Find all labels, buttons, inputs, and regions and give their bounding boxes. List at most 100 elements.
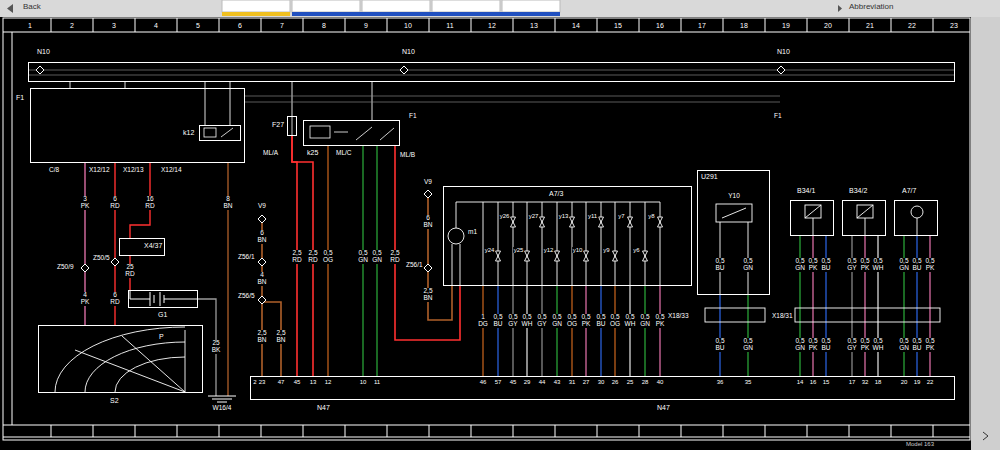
part-label: ML/A bbox=[262, 150, 279, 157]
wire bbox=[903, 236, 904, 376]
valve-block-wiring bbox=[452, 202, 660, 286]
part-label: 25 bbox=[626, 379, 635, 385]
part-label: 13 bbox=[529, 22, 539, 29]
wire-code: 2,5 BN bbox=[275, 330, 286, 344]
wire-code: 0,5 PK bbox=[924, 258, 935, 272]
part-label: 29 bbox=[523, 379, 532, 385]
part-label: Model 163 bbox=[905, 441, 935, 447]
splice-point bbox=[258, 215, 266, 223]
bus-symbol bbox=[36, 66, 785, 74]
wire bbox=[916, 236, 917, 376]
drawing-frame bbox=[51, 425, 933, 437]
part-label: V9 bbox=[423, 179, 433, 186]
component-label: N10 bbox=[401, 48, 416, 55]
part-label: 26 bbox=[611, 379, 620, 385]
part-label: y8 bbox=[647, 213, 655, 219]
wire-code: 0,5 BU bbox=[492, 314, 503, 328]
wire-code: 2,5 RD bbox=[291, 250, 302, 264]
part-label: 18 bbox=[874, 379, 883, 385]
part-label: y25 bbox=[513, 247, 525, 253]
wire bbox=[497, 286, 498, 376]
part-label: 18 bbox=[739, 22, 749, 29]
bus-band: N10N10N10 bbox=[28, 62, 955, 82]
relay-symbol bbox=[221, 128, 233, 137]
component-label: N47 bbox=[656, 404, 671, 411]
ignition-switch-symbol bbox=[115, 357, 185, 392]
toolbar bbox=[0, 0, 1000, 17]
part-label: 6 bbox=[237, 22, 243, 29]
sensor-symbol bbox=[857, 205, 873, 236]
wire bbox=[482, 286, 483, 376]
part-label: 22 bbox=[926, 379, 935, 385]
valve-symbol bbox=[511, 217, 516, 227]
wire-code: 0,5 PK bbox=[807, 258, 818, 272]
part-label: 16 bbox=[809, 379, 818, 385]
part-label: y10 bbox=[572, 247, 584, 253]
wire-code: 0,5 PK bbox=[859, 338, 870, 352]
wire-code: 0,5 GN bbox=[794, 338, 806, 352]
valve-symbol bbox=[628, 217, 633, 227]
side-panel bbox=[971, 17, 1000, 450]
valve-symbol bbox=[570, 217, 575, 227]
wire bbox=[600, 286, 601, 376]
wire-code: 0,5 OG bbox=[566, 314, 578, 328]
valve-block-wiring bbox=[448, 228, 464, 244]
part-label: y9 bbox=[602, 247, 610, 253]
relay-symbol bbox=[204, 128, 216, 137]
wire bbox=[556, 286, 557, 376]
wire-code: 0,5 GN bbox=[898, 258, 910, 272]
part-label: y7 bbox=[617, 213, 625, 219]
part-label: 35 bbox=[744, 379, 753, 385]
wire-code: 2,5 BN bbox=[422, 288, 433, 302]
part-label: 10 bbox=[359, 379, 368, 385]
component-label: k25 bbox=[306, 149, 319, 156]
wire-code: 0,5 GN bbox=[551, 314, 563, 328]
toolbar bbox=[838, 5, 842, 12]
part-label: 13 bbox=[309, 379, 318, 385]
valve-block-wiring bbox=[448, 202, 660, 286]
wire-code: 6 BN bbox=[256, 230, 267, 244]
wire-code: 0,5 BU bbox=[911, 258, 922, 272]
part-label: 32 bbox=[861, 379, 870, 385]
wire-code: 0,5 GN bbox=[639, 314, 651, 328]
wire-code: 0,5 PK bbox=[807, 338, 818, 352]
part-label: X12/12 bbox=[88, 167, 111, 174]
battery-symbol bbox=[130, 290, 198, 306]
wire-code: 0,5 GN bbox=[794, 258, 806, 272]
component-label: S2 bbox=[109, 397, 120, 404]
toolbar bbox=[362, 0, 430, 12]
part-label: 14 bbox=[796, 379, 805, 385]
wire bbox=[585, 286, 586, 376]
part-label: 27 bbox=[582, 379, 591, 385]
part-label: 10 bbox=[403, 22, 413, 29]
wire-code: 2,5 BN bbox=[256, 330, 267, 344]
wire bbox=[512, 286, 513, 376]
wire bbox=[372, 82, 373, 120]
wire-code: 0,5 PK bbox=[654, 314, 665, 328]
wire-code: 6 RD bbox=[109, 196, 120, 210]
wire-code: 0,5 GY bbox=[536, 314, 547, 328]
part-label: 44 bbox=[538, 379, 547, 385]
part-label: 20 bbox=[900, 379, 909, 385]
sensor-box: B34/2 bbox=[842, 200, 886, 236]
toolbar bbox=[502, 0, 560, 12]
wire bbox=[571, 286, 572, 376]
wire bbox=[644, 286, 645, 376]
sensor-symbol bbox=[805, 205, 821, 236]
ignition-switch-symbol bbox=[55, 327, 185, 392]
wire-code: 1 DG bbox=[477, 314, 489, 328]
part-label: X18/31 bbox=[771, 313, 794, 320]
part-label: Y10 bbox=[727, 193, 741, 200]
part-label: 17 bbox=[697, 22, 707, 29]
wire-code: 0,5 GY bbox=[846, 258, 857, 272]
valve-block: A7/3 bbox=[443, 186, 692, 286]
ignition-switch-symbol bbox=[75, 330, 185, 392]
part-label: y13 bbox=[558, 213, 570, 219]
toolbar bbox=[292, 12, 560, 16]
wire-code: 16 RD bbox=[144, 196, 155, 210]
valve-symbol bbox=[584, 251, 589, 261]
part-label: 22 bbox=[907, 22, 917, 29]
part-label: 57 bbox=[494, 379, 503, 385]
part-label: 46 bbox=[479, 379, 488, 385]
part-label: y24 bbox=[484, 247, 496, 253]
